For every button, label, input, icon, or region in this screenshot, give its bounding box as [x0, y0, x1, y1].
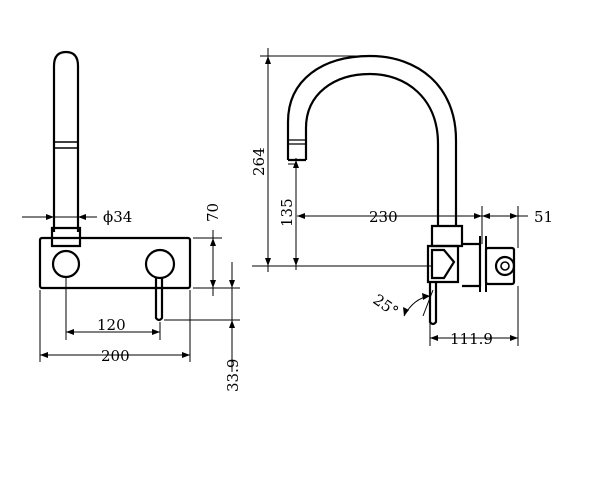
- front-height-label: 70: [204, 203, 222, 222]
- front-lever: [154, 278, 164, 322]
- front-diameter-label: ϕ34: [103, 208, 132, 226]
- front-mixer-circle: [144, 248, 176, 280]
- side-view: 264 135 230 51 111.9 25°: [250, 48, 553, 348]
- front-width-label: 200: [101, 347, 130, 365]
- front-outlet-circle: [51, 249, 81, 279]
- front-wall-plate: [38, 236, 192, 290]
- front-spout: [52, 50, 80, 232]
- side-outlet-height-label: 135: [278, 198, 296, 227]
- front-spacing-label: 120: [97, 316, 126, 334]
- side-projection-label: 51: [534, 208, 553, 226]
- front-view: ϕ34 70 33.9 120 200: [22, 50, 242, 392]
- side-mixer-body: [430, 224, 464, 248]
- side-angle-label: 25°: [370, 291, 402, 321]
- side-spout-outer: [286, 54, 458, 226]
- front-offset-label: 33.9: [224, 359, 242, 392]
- side-total-height-label: 264: [250, 147, 268, 176]
- side-lever-label: 111.9: [450, 330, 493, 348]
- side-spout-inner: [304, 72, 440, 226]
- side-lever: [428, 282, 438, 326]
- side-wall-connector: [494, 255, 516, 277]
- side-reach-label: 230: [369, 208, 398, 226]
